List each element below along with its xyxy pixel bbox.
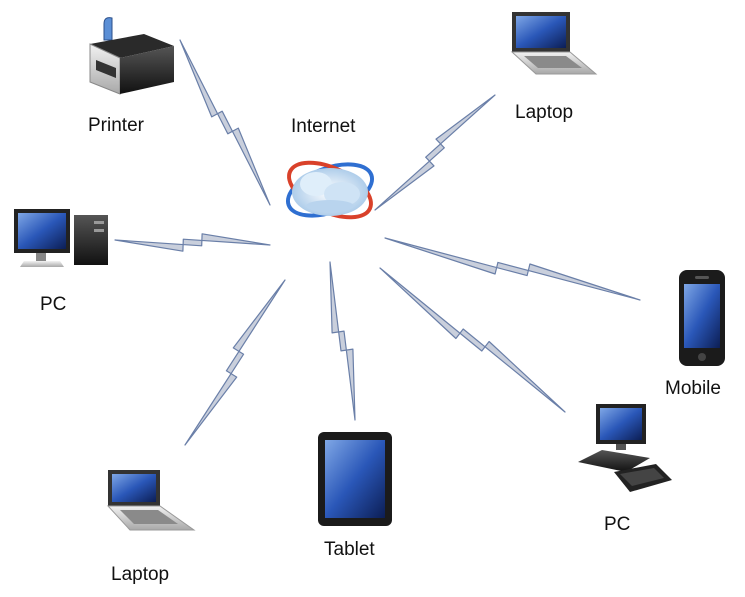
printer-icon [89, 17, 174, 95]
smartphone-icon [679, 270, 725, 366]
laptop-icon [510, 12, 598, 75]
wireless-link-mobile [384, 237, 641, 301]
tablet-icon [318, 432, 392, 526]
wireless-link-laptop-top [374, 94, 496, 211]
mobile-label: Mobile [665, 378, 721, 399]
wireless-link-printer [179, 39, 271, 206]
pc-right-label: PC [604, 514, 631, 535]
pc-left-label: PC [40, 294, 67, 315]
tablet-label: Tablet [324, 539, 375, 560]
wireless-link-pc-left [114, 233, 271, 252]
wireless-link-pc-right [379, 267, 566, 413]
wireless-links [114, 39, 641, 446]
wireless-link-laptop-bottom [184, 279, 286, 446]
desktop-pc-icon [14, 209, 108, 267]
laptop-icon [106, 470, 196, 531]
globe-network-icon [285, 160, 375, 220]
desktop-pc-icon [578, 404, 672, 492]
laptop-top-label: Laptop [515, 102, 574, 123]
wireless-link-tablet [329, 261, 356, 421]
laptop-bottom-label: Laptop [111, 564, 170, 585]
internet-label: Internet [291, 116, 356, 137]
printer-label: Printer [88, 115, 144, 136]
